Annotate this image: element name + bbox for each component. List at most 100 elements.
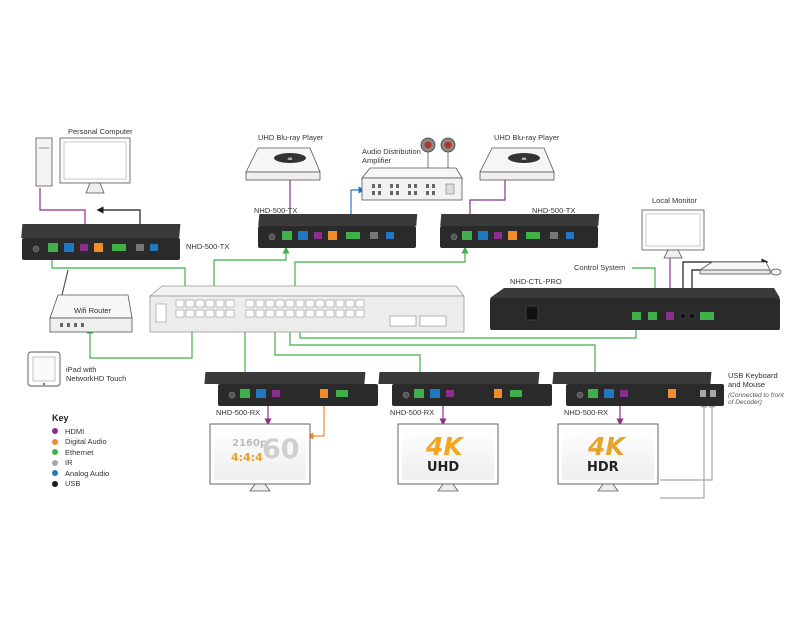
eth-cable-tx-right	[291, 246, 469, 304]
label-wifi-router: Wifi Router	[74, 306, 112, 315]
personal-computer	[35, 137, 131, 194]
switch-port	[275, 299, 285, 308]
switch-port	[245, 309, 255, 318]
legend-swatch	[52, 438, 58, 445]
screen-left-chroma: 4:4:4	[231, 451, 263, 464]
switch-port	[325, 299, 335, 308]
screen-center-uhd: UHD	[427, 460, 460, 475]
display-center	[397, 423, 499, 492]
nhd-500-tx-right	[440, 214, 600, 248]
switch-port	[245, 299, 255, 308]
legend-item: Digital Audio	[52, 437, 109, 448]
label-tx-left: NHD-500-TX	[186, 242, 230, 251]
switch-port	[355, 299, 365, 308]
legend-label: IR	[65, 458, 73, 468]
audio-amplifier	[361, 137, 463, 201]
switch-port	[285, 309, 295, 318]
ir-cable-rx-right-2	[660, 400, 716, 481]
switch-port	[275, 309, 285, 318]
screen-left-fps: 60	[262, 434, 300, 465]
label-tx-center: NHD-500-TX	[254, 206, 298, 215]
label-rx-center: NHD-500-RX	[390, 408, 435, 417]
legend-label: Digital Audio	[65, 437, 107, 447]
switch-port	[195, 309, 205, 318]
legend-swatch	[52, 470, 58, 477]
speakers	[420, 137, 456, 168]
switch-port	[335, 299, 345, 308]
nhd-500-tx-center	[258, 214, 418, 248]
screen-left-resolution: 2160p	[232, 438, 267, 449]
switch-port	[335, 309, 345, 318]
label-bluray-right: UHD Blu-ray Player	[494, 133, 560, 142]
switch-port	[345, 299, 355, 308]
screen-center-4k: 4K	[426, 432, 463, 461]
label-ctl-pro: NHD-CTL-PRO	[510, 277, 562, 286]
switch-port	[225, 299, 235, 308]
nhd-500-rx-left	[204, 372, 378, 406]
switch-ports	[175, 299, 365, 318]
label-local-monitor: Local Monitor	[652, 196, 698, 205]
label-usb-keyboard: USB Keyboard and Mouse	[728, 371, 778, 389]
label-audio-amp: Audio Distribution Amplifier	[362, 147, 421, 165]
screen-right-4k: 4K	[588, 432, 625, 461]
switch-port	[325, 309, 335, 318]
label-personal-computer: Personal Computer	[68, 127, 133, 136]
switch-port	[305, 309, 315, 318]
switch-port	[295, 309, 305, 318]
nhd-ctl-pro	[490, 288, 780, 330]
switch-port	[205, 309, 215, 318]
keyboard-mouse	[698, 261, 782, 276]
switch-port	[185, 309, 195, 318]
label-ipad: iPad with NetworkHD Touch	[66, 365, 127, 383]
switch-port	[175, 309, 185, 318]
switch-port	[185, 299, 195, 308]
label-usb-keyboard-note: (Connected to front of Decoder)	[728, 392, 784, 407]
switch-port	[255, 299, 265, 308]
nhd-500-rx-center	[378, 372, 552, 406]
legend-label: HDMI	[65, 426, 85, 436]
legend-label: Ethernet	[65, 447, 94, 457]
switch-port	[315, 309, 325, 318]
nhd-500-tx-left	[21, 224, 181, 260]
switch-port	[175, 299, 185, 308]
switch-port	[215, 299, 225, 308]
legend-title: Key	[52, 413, 69, 423]
bluray-player-right: 4K	[479, 147, 555, 181]
legend-swatch	[52, 428, 58, 435]
legend-item: IR	[52, 458, 109, 469]
switch-port	[265, 309, 275, 318]
label-rx-right: NHD-500-RX	[564, 408, 609, 417]
switch-port	[295, 299, 305, 308]
eth-cable-router	[86, 316, 196, 359]
switch-port	[195, 299, 205, 308]
display-left	[209, 423, 311, 492]
ir-cable-rx-right	[660, 400, 708, 499]
screen-right-hdr: HDR	[587, 460, 619, 475]
ipad	[27, 351, 61, 387]
switch-port	[265, 299, 275, 308]
label-bluray-left: UHD Blu-ray Player	[258, 133, 324, 142]
switch-port	[355, 309, 365, 318]
legend-label: USB	[65, 479, 81, 489]
label-tx-right: NHD-500-TX	[532, 206, 576, 215]
legend-item: Ethernet	[52, 447, 109, 458]
bluray-player-left: 4K	[245, 147, 321, 181]
switch-port	[345, 309, 355, 318]
legend-item: HDMI	[52, 426, 109, 437]
switch-port	[205, 299, 215, 308]
local-monitor	[641, 209, 705, 259]
switch-port	[305, 299, 315, 308]
legend-item: USB	[52, 479, 109, 490]
nhd-500-rx-right	[552, 372, 724, 406]
switch-port	[285, 299, 295, 308]
label-rx-left: NHD-500-RX	[216, 408, 261, 417]
legend-swatch	[52, 480, 58, 487]
digital-audio-cable	[306, 404, 325, 440]
pc-tower	[35, 137, 53, 187]
display-right	[557, 423, 659, 492]
legend-swatch	[52, 459, 58, 466]
svg-text:4K: 4K	[287, 156, 292, 161]
